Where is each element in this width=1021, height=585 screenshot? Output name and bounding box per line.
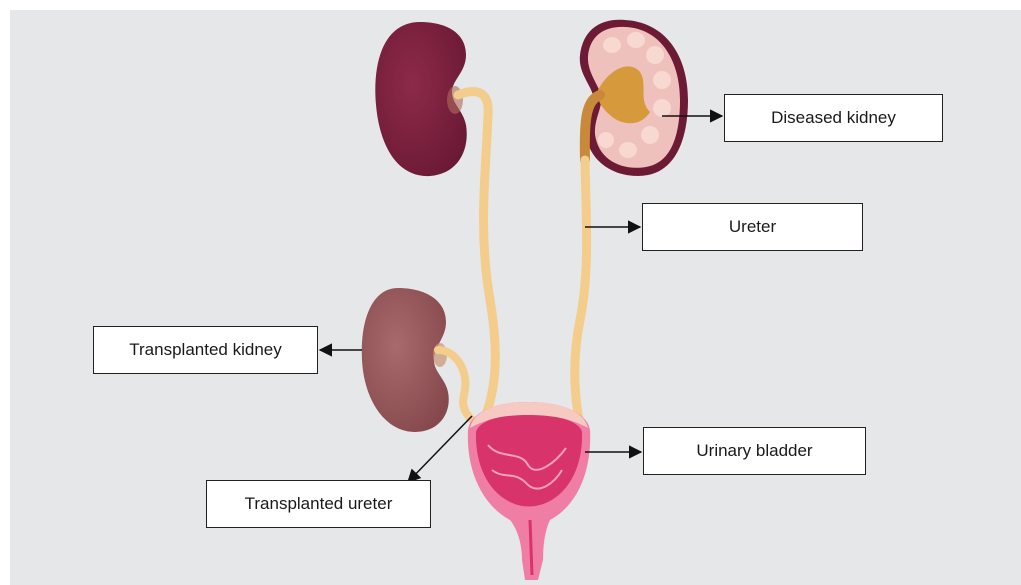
label-ureter: Ureter	[642, 203, 863, 251]
label-transplanted-ureter: Transplanted ureter	[206, 480, 431, 528]
label-transplanted-kidney: Transplanted kidney	[93, 326, 318, 374]
label-diseased-kidney: Diseased kidney	[724, 94, 943, 142]
label-urinary-bladder: Urinary bladder	[643, 427, 866, 475]
